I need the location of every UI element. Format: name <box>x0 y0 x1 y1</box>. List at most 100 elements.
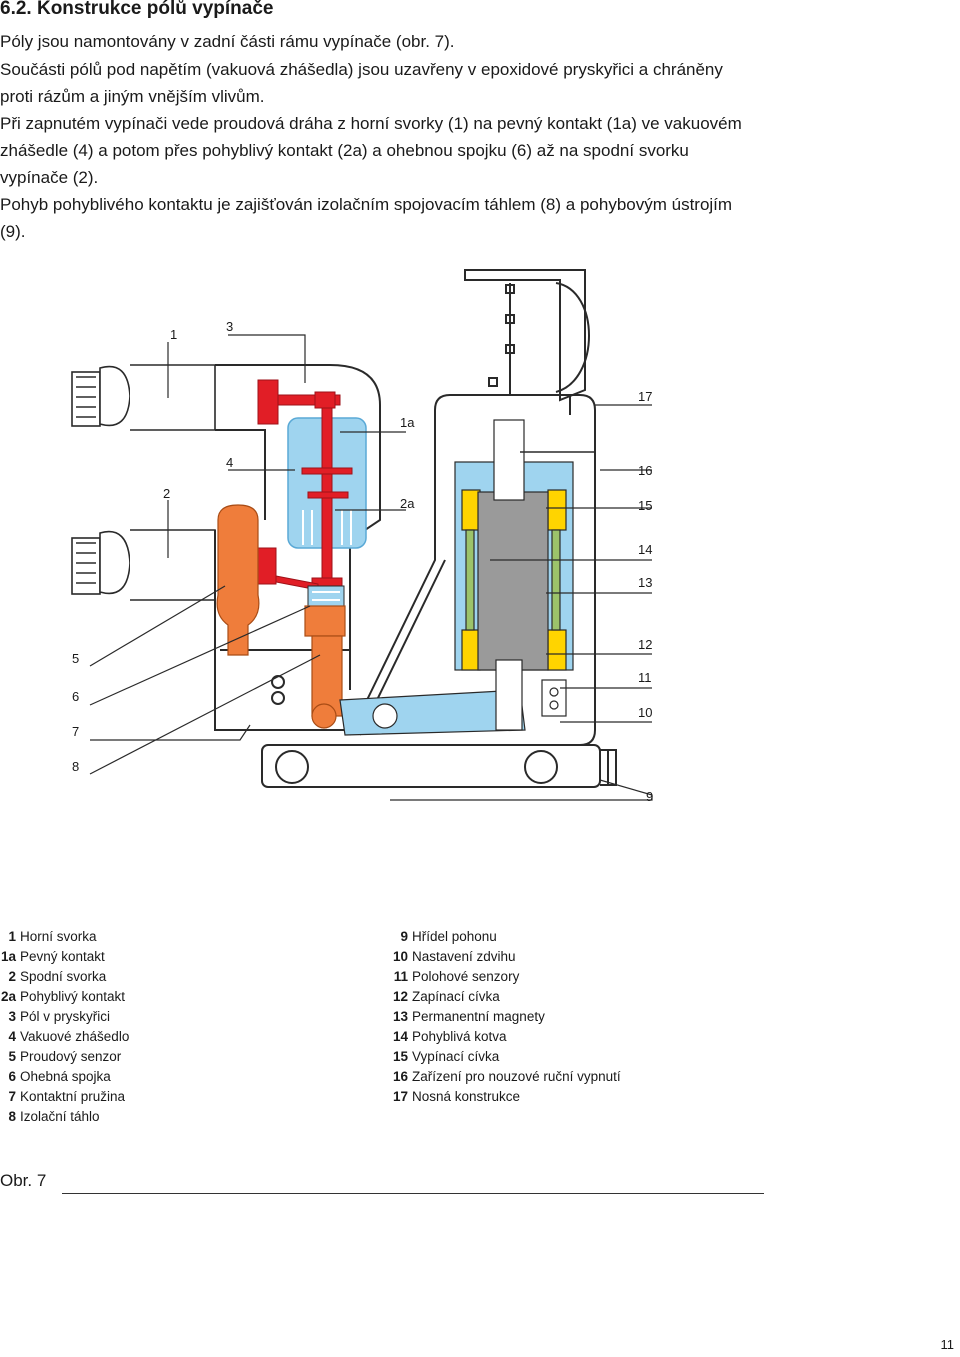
legend-item: 11 Polohové senzory <box>386 967 621 987</box>
legend-text: Pohyblivá kotva <box>412 1029 507 1044</box>
drive-lever <box>339 689 526 736</box>
legend-number: 1a <box>0 949 16 964</box>
current-sensor <box>216 504 260 656</box>
legend-text: Pól v pryskyřici <box>20 1009 111 1024</box>
legend-text: Nosná konstrukce <box>412 1089 521 1104</box>
page-number: 11 <box>940 1337 955 1352</box>
legend-text: Izolační táhlo <box>20 1109 100 1124</box>
support-structure <box>464 269 590 415</box>
legend-right: 9 Hřídel pohonu 10 Nastavení zdvihu 11 Poloho… <box>386 927 621 1107</box>
legend-text: Hřídel pohonu <box>412 929 497 944</box>
callout-12: 12 <box>638 637 652 652</box>
section-heading: 6.2. Konstrukce pólů vypínače <box>0 0 274 19</box>
callout-1: 1 <box>170 327 177 342</box>
legend-number: 1 <box>8 929 16 944</box>
callout-labels: 1 3 17 1a 4 16 2 2a 15 14 13 5 12 11 6 1… <box>72 319 653 804</box>
legend-number: 5 <box>8 1049 16 1064</box>
legend-item: 16 Zařízení pro nouzové ruční vypnutí <box>386 1067 621 1087</box>
paragraph-motion: Pohyb pohyblivého kontaktu je zajišťován… <box>0 195 733 241</box>
callout-16: 16 <box>638 463 652 478</box>
callout-14: 14 <box>638 542 652 557</box>
legend-item: 3 Pól v pryskyřici <box>0 1007 129 1027</box>
legend-text: Horní svorka <box>20 929 97 944</box>
legend-text: Spodní svorka <box>20 969 107 984</box>
legend-number: 7 <box>8 1089 16 1104</box>
legend-number: 11 <box>393 969 408 984</box>
legend-number: 17 <box>392 1089 408 1104</box>
legend-number: 8 <box>8 1109 16 1124</box>
legend-number: 12 <box>392 989 408 1004</box>
legend-text: Polohové senzory <box>412 969 520 984</box>
callout-11: 11 <box>638 670 652 685</box>
caption-rule <box>62 1193 764 1194</box>
legend-number: 10 <box>392 949 408 964</box>
callout-15: 15 <box>638 498 652 513</box>
lower-terminal <box>71 529 216 601</box>
legend-item: 13 Permanentní magnety <box>386 1007 621 1027</box>
legend-number: 3 <box>8 1009 16 1024</box>
insulating-rod <box>304 605 346 729</box>
legend-text: Vakuové zhášedlo <box>20 1029 130 1044</box>
leader-lines <box>89 334 653 801</box>
callout-10: 10 <box>638 705 652 720</box>
legend-number: 6 <box>8 1069 16 1084</box>
legend-text: Vypínací cívka <box>412 1049 500 1064</box>
callout-6: 6 <box>72 689 79 704</box>
legend-number: 15 <box>392 1049 408 1064</box>
callout-7: 7 <box>72 724 79 739</box>
legend-number: 14 <box>392 1029 408 1044</box>
breaker-pole-diagram: 1 3 17 1a 4 16 2 2a 15 14 13 5 12 11 6 1… <box>71 269 653 804</box>
legend-number: 4 <box>8 1029 16 1044</box>
callout-4: 4 <box>226 455 233 470</box>
paragraph-encapsulation: Součásti pólů pod napětím (vakuová zháše… <box>0 60 723 106</box>
legend-text: Permanentní magnety <box>412 1009 545 1024</box>
legend-item: 14 Pohyblivá kotva <box>386 1027 621 1047</box>
legend-item: 17 Nosná konstrukce <box>386 1087 621 1107</box>
contact-spring <box>307 585 345 609</box>
legend-item: 10 Nastavení zdvihu <box>386 947 621 967</box>
legend-text: Kontaktní pružina <box>20 1089 126 1104</box>
legend-item: 4 Vakuové zhášedlo <box>0 1027 129 1047</box>
flexible-connection <box>257 547 319 591</box>
base-frame <box>261 744 617 788</box>
legend-item: 12 Zapínací cívka <box>386 987 621 1007</box>
callout-17: 17 <box>638 389 652 404</box>
legend-text: Pevný kontakt <box>20 949 105 964</box>
magnetic-actuator <box>454 419 596 731</box>
legend-text: Nastavení zdvihu <box>412 949 516 964</box>
legend-number: 9 <box>400 929 408 944</box>
legend-item: 2 Spodní svorka <box>0 967 129 987</box>
legend-item: 6 Ohebná spojka <box>0 1067 129 1087</box>
legend-text: Proudový senzor <box>20 1049 122 1064</box>
figure-caption: Obr. 7 <box>0 1171 47 1190</box>
legend-item: 1a Pevný kontakt <box>0 947 129 967</box>
upper-conductor <box>257 379 353 587</box>
legend-left: 1 Horní svorka 1a Pevný kontakt 2 Spodní svor… <box>0 927 129 1127</box>
legend-item: 1 Horní svorka <box>0 927 129 947</box>
legend-item: 15 Vypínací cívka <box>386 1047 621 1067</box>
paragraph-current-path: Při zapnutém vypínači vede proudová dráh… <box>0 114 742 187</box>
legend-item: 8 Izolační táhlo <box>0 1107 129 1127</box>
legend-text: Pohyblivý kontakt <box>20 989 126 1004</box>
callout-1a: 1a <box>400 415 415 430</box>
paragraph-mounting: Póly jsou namontovány v zadní části rámu… <box>0 32 455 51</box>
legend-text: Ohebná spojka <box>20 1069 111 1084</box>
callout-5: 5 <box>72 651 79 666</box>
legend-item: 9 Hřídel pohonu <box>386 927 621 947</box>
legend-number: 16 <box>392 1069 408 1084</box>
legend-text: Zařízení pro nouzové ruční vypnutí <box>412 1069 621 1084</box>
legend-text: Zapínací cívka <box>412 989 500 1004</box>
legend-number: 13 <box>392 1009 408 1024</box>
upper-terminal <box>71 364 216 431</box>
legend-item: 7 Kontaktní pružina <box>0 1087 129 1107</box>
callout-9: 9 <box>646 789 653 804</box>
legend-item: 5 Proudový senzor <box>0 1047 129 1067</box>
callout-13: 13 <box>638 575 652 590</box>
callout-2: 2 <box>163 486 170 501</box>
position-sensors <box>541 679 567 717</box>
legend-number: 2 <box>8 969 16 984</box>
callout-3: 3 <box>226 319 233 334</box>
callout-8: 8 <box>72 759 79 774</box>
callout-2a: 2a <box>400 496 415 511</box>
